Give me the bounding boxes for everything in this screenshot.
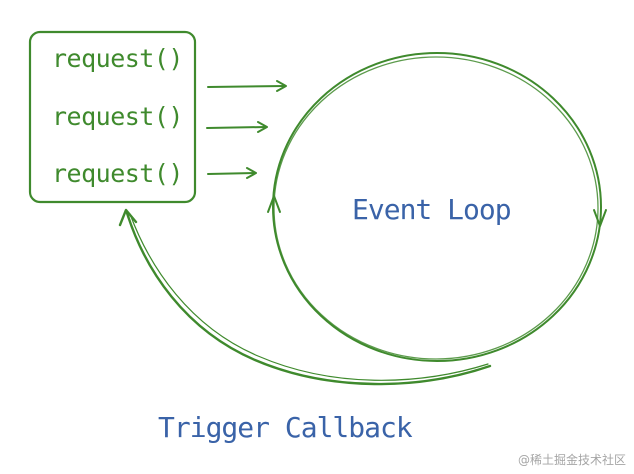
trigger-callback-label: Trigger Callback (158, 411, 413, 444)
request-label-2: request() (52, 102, 183, 131)
request-arrow-2 (206, 121, 268, 133)
request-box (28, 30, 197, 204)
loop-arrowhead-right (593, 209, 607, 227)
request-arrow-1 (207, 80, 287, 92)
watermark: @稀土掘金技术社区 (517, 453, 626, 467)
callback-arrow (118, 208, 492, 386)
event-loop-label: Event Loop (352, 193, 512, 226)
request-arrow-3 (207, 167, 257, 179)
loop-arrowhead-left (267, 195, 281, 213)
request-label-3: request() (52, 159, 183, 188)
event-loop-circle (272, 52, 602, 362)
request-label-1: request() (52, 44, 183, 73)
